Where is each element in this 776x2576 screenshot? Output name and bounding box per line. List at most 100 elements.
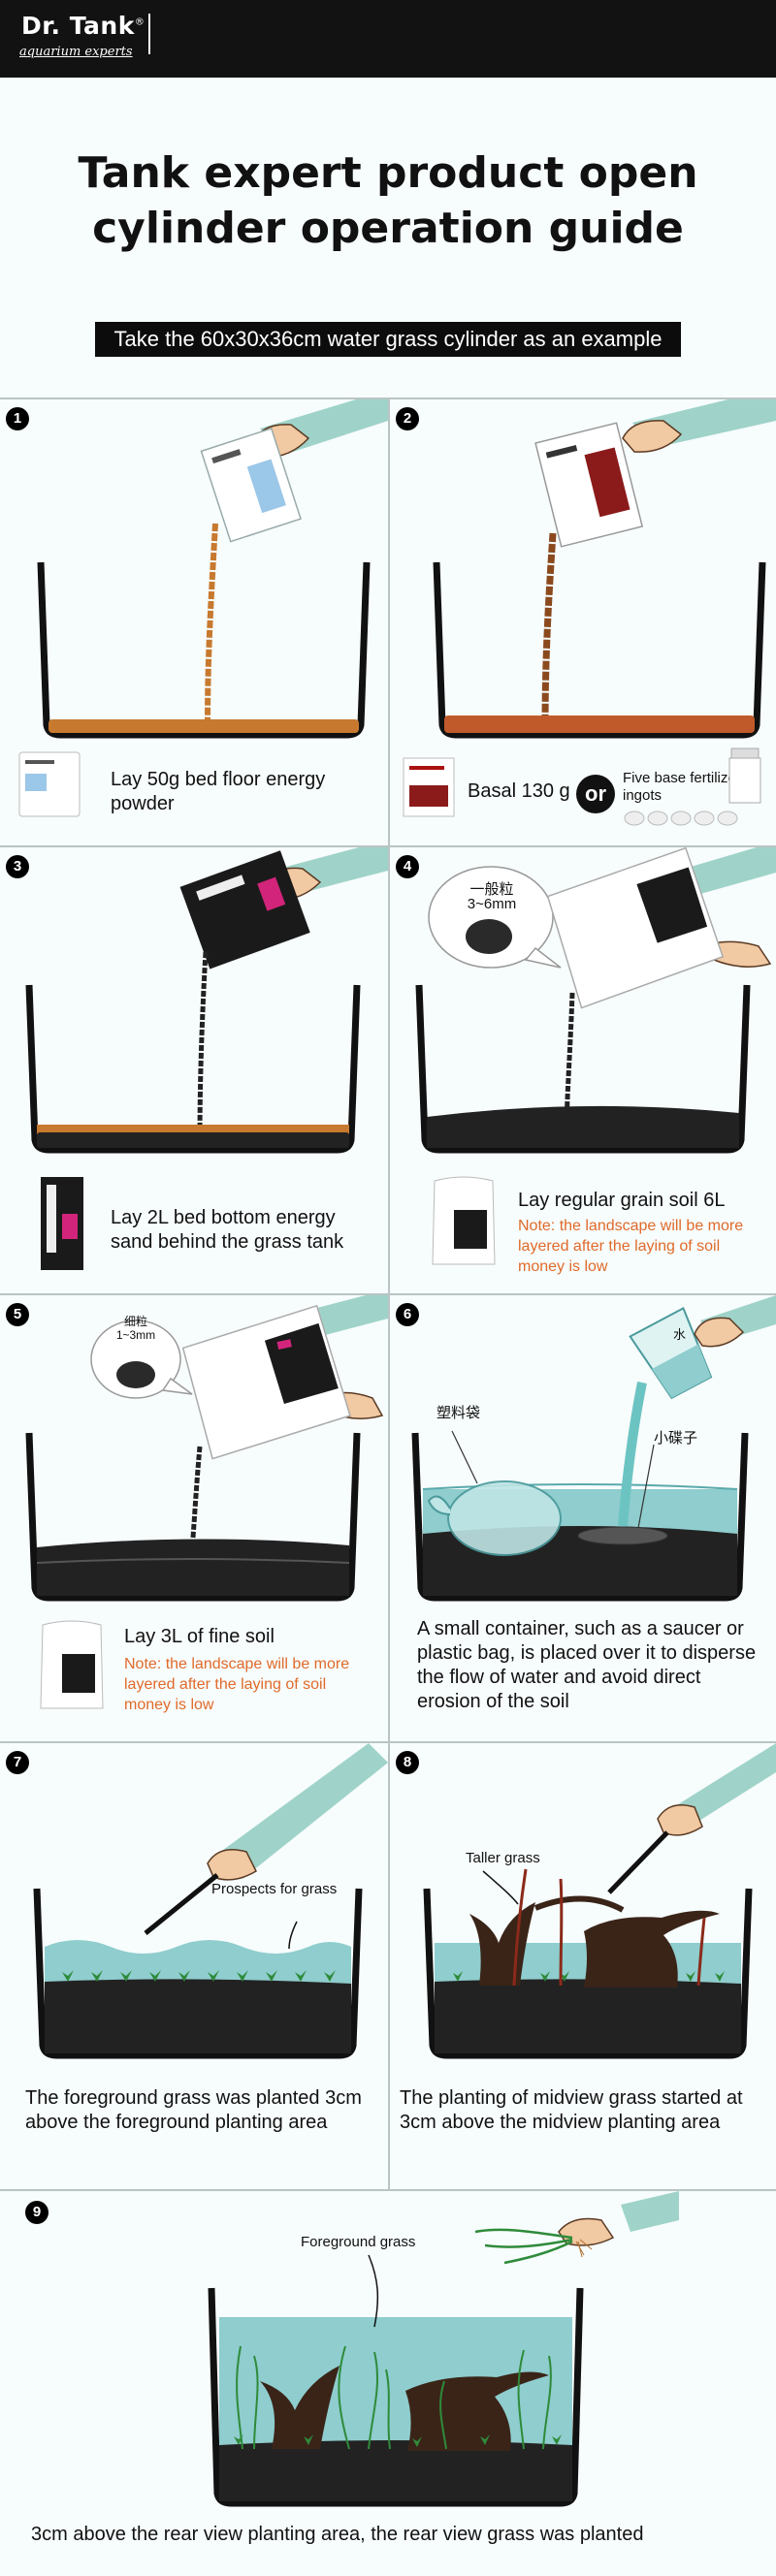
pour-stream	[564, 992, 575, 1139]
callout-line	[288, 1921, 298, 1950]
tank-outline	[433, 561, 766, 739]
grass-label: Prospects for grass	[211, 1881, 338, 1897]
grass-label: Foreground grass	[301, 2234, 416, 2250]
basal-pack-thumbnail	[403, 757, 455, 817]
step-9-panel: Foreground grass 3cm above the rear view…	[0, 2191, 776, 2576]
tank-outline	[423, 1888, 753, 2059]
saucer-icon	[577, 1526, 668, 1545]
grass-clump-icon	[474, 2228, 573, 2265]
step-7-panel: Prospects for grass The foreground grass…	[0, 1743, 388, 2189]
soil-bag-icon	[546, 847, 725, 1009]
step-4-number: 4	[396, 855, 419, 878]
soil-layer	[444, 716, 755, 733]
tank-outline	[208, 2287, 584, 2507]
tank-outline	[415, 984, 751, 1154]
foreground-grass-sprouts	[453, 1971, 725, 1982]
soil-layer-orange	[37, 1125, 349, 1134]
soil-layer-black	[37, 1539, 349, 1596]
step-3-caption: Lay 2L bed bottom energy sand behind the…	[111, 1207, 344, 1253]
step-8-illustration	[423, 1743, 776, 2059]
step-1-caption: Lay 50g bed floor energy powder	[111, 769, 326, 814]
step-1-panel: Lay 50g bed floor energy powder	[0, 399, 388, 845]
step-3-panel: Lay 2L bed bottom energy sand behind the…	[0, 847, 388, 1293]
step-4-illustration	[415, 847, 776, 1154]
bubble-size-label: 一般粒	[469, 881, 514, 898]
step-7-illustration	[33, 1743, 388, 2059]
pouring-hand-icon	[558, 2191, 679, 2246]
step-7-number: 7	[6, 1751, 29, 1774]
step-5-caption: Lay 3L of fine soil	[124, 1626, 275, 1647]
brand-logo: Dr. Tank®	[21, 12, 146, 40]
step-4-note: Note: the landscape will be more layered…	[518, 1218, 744, 1275]
plastic-bag-label: 塑料袋	[436, 1405, 481, 1421]
step-4-caption: Lay regular grain soil 6L	[518, 1190, 726, 1211]
step-3-number: 3	[6, 855, 29, 878]
pouring-hand-icon	[694, 1295, 776, 1348]
tank-outline	[411, 1432, 749, 1602]
grid-divider	[388, 398, 390, 2189]
or-badge: or	[576, 775, 615, 813]
step-3-illustration	[25, 847, 388, 1154]
step-1-illustration	[37, 399, 388, 739]
tank-outline	[33, 1888, 363, 2059]
step-2-illustration	[433, 399, 776, 739]
step-9-caption: 3cm above the rear view planting area, t…	[31, 2524, 644, 2545]
step-1-number: 1	[6, 407, 29, 430]
step-8-number: 8	[396, 1751, 419, 1774]
soil-layer-fine	[36, 1558, 350, 1564]
tank-outline	[25, 1432, 361, 1602]
soil-bag-icon	[181, 1304, 351, 1460]
saucer-label: 小碟子	[654, 1430, 698, 1447]
soil-layer-black	[45, 1979, 351, 2053]
soil-bag-thumbnail	[40, 1620, 104, 1709]
tank-outline	[25, 984, 361, 1154]
step-5-illustration	[25, 1295, 388, 1602]
step-9-illustration	[208, 2191, 679, 2507]
water-layer	[45, 1940, 351, 1986]
step-9-number: 9	[25, 2201, 48, 2224]
step-6-illustration	[411, 1295, 776, 1602]
step-6-panel: 塑料袋 小碟子 水 A small container, such as a s…	[390, 1295, 776, 1741]
step-6-caption: A small container, such as a saucer or p…	[417, 1618, 757, 1712]
page-subtitle: Take the 60x30x36cm water grass cylinder…	[95, 322, 681, 357]
soil-layer-black	[427, 1105, 739, 1148]
pour-stream	[205, 523, 218, 725]
substrate-bag-icon	[179, 850, 310, 970]
step-2-side-label: Five base fertilizer ingots	[623, 770, 741, 804]
foreground-grass-sprouts	[234, 2434, 562, 2447]
soil-bag-thumbnail	[432, 1176, 496, 1265]
taller-grass-stems	[512, 1868, 706, 1987]
brand-tagline: aquarium experts	[19, 45, 133, 59]
step-2-panel: Basal 130 g or Five base fertilizer ingo…	[390, 399, 776, 845]
step-6-number: 6	[396, 1303, 419, 1326]
tank-outline	[37, 561, 371, 739]
water-cup-icon	[629, 1307, 713, 1400]
header-bar: Dr. Tank® aquarium experts	[0, 0, 776, 78]
callout-line	[482, 1870, 519, 1905]
soil-grain-icon	[466, 919, 512, 954]
fertilizer-ingots-icon	[624, 811, 738, 826]
planting-tweezers-icon	[607, 1830, 669, 1894]
step-5-note: Note: the landscape will be more layered…	[124, 1656, 350, 1713]
pour-stream	[189, 1446, 203, 1550]
pouring-hand-icon	[622, 399, 776, 453]
powder-pack-thumbnail	[18, 751, 81, 817]
step-5-number: 5	[6, 1303, 29, 1326]
soil-layer-black	[37, 1132, 349, 1148]
grass-label: Taller grass	[466, 1850, 540, 1866]
grass-roots-icon	[575, 2239, 593, 2258]
grid-divider	[0, 2189, 776, 2191]
step-8-panel: Taller grass The planting of midview gra…	[390, 1743, 776, 2189]
powder-packet-icon	[200, 427, 302, 543]
planting-tweezers-icon	[144, 1873, 219, 1935]
step-2-caption: Basal 130 g	[468, 780, 570, 802]
soil-layer	[48, 719, 359, 733]
speech-bubble	[90, 1320, 193, 1399]
rear-grass-blades	[236, 2345, 552, 2450]
step-8-caption: The planting of midview grass started at…	[400, 2087, 743, 2133]
cup-label: 水	[673, 1327, 687, 1342]
substrate-bag-thumbnail	[41, 1177, 83, 1270]
step-7-caption: The foreground grass was planted 3cm abo…	[25, 2087, 362, 2133]
